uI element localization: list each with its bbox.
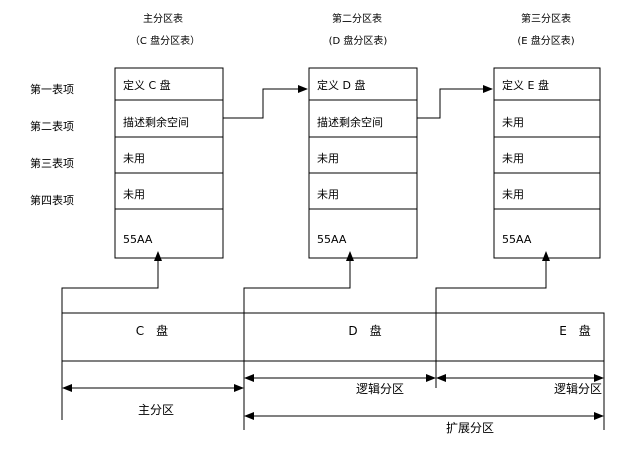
table1-subtitle: （C 盘分区表） — [130, 34, 200, 47]
row-label-3: 第三表项 — [30, 156, 74, 170]
span-primary-arrow-left — [62, 384, 72, 392]
link-arrow-1 — [223, 85, 308, 119]
table3-title: 第三分区表 — [521, 12, 571, 25]
table1-title: 主分区表 — [143, 12, 183, 25]
span-logical1-label: 逻辑分区 — [356, 382, 404, 396]
t1-cell-2: 描述剩余空间 — [123, 115, 189, 129]
disk-bar — [61, 312, 605, 362]
link-arrow-2 — [417, 85, 493, 119]
t2-cell-2: 描述剩余空间 — [317, 115, 383, 129]
pointer-arrow-c — [61, 251, 162, 313]
disk-e-label: E 盘 — [559, 323, 591, 338]
span-logical2-arrow-left — [436, 374, 446, 382]
t2-cell-3: 未用 — [317, 152, 339, 165]
span-logical1-arrow-right — [426, 374, 436, 382]
span-extended-arrow-left — [244, 412, 254, 420]
span-extended-label: 扩展分区 — [446, 421, 494, 435]
partition-table-2: 定义 D 盘 描述剩余空间 未用 未用 55AA — [308, 67, 418, 259]
span-primary-label: 主分区 — [138, 403, 174, 417]
table2-subtitle: (D 盘分区表) — [329, 34, 388, 47]
disk-c-label: C 盘 — [136, 323, 168, 338]
partition-table-3: 定义 E 盘 未用 未用 未用 55AA — [493, 67, 601, 259]
t3-cell-4: 未用 — [502, 188, 524, 201]
t2-cell-4: 未用 — [317, 188, 339, 201]
pointer-arrow-e — [435, 251, 550, 313]
t1-cell-3: 未用 — [123, 152, 145, 165]
t3-cell-5: 55AA — [502, 233, 532, 246]
partition-table-1: 定义 C 盘 描述剩余空间 未用 未用 55AA — [114, 67, 224, 259]
t1-cell-4: 未用 — [123, 188, 145, 201]
row-label-1: 第一表项 — [30, 82, 74, 96]
disk-d-label: D 盘 — [348, 323, 381, 338]
t3-cell-3: 未用 — [502, 152, 524, 165]
span-logical2-arrow-right — [594, 374, 604, 382]
span-logical1-arrow-left — [244, 374, 254, 382]
t3-cell-1: 定义 E 盘 — [502, 78, 549, 92]
t2-cell-1: 定义 D 盘 — [317, 78, 365, 92]
row-label-2: 第二表项 — [30, 119, 74, 133]
t3-cell-2: 未用 — [502, 116, 524, 129]
pointer-arrow-d — [243, 251, 354, 313]
table2-title: 第二分区表 — [332, 12, 382, 25]
row-label-4: 第四表项 — [30, 193, 74, 207]
span-primary-arrow-right — [234, 384, 244, 392]
t2-cell-5: 55AA — [317, 233, 347, 246]
span-logical2-label: 逻辑分区 — [554, 382, 602, 396]
t1-cell-1: 定义 C 盘 — [123, 78, 171, 92]
span-extended-arrow-right — [594, 412, 604, 420]
t1-cell-5: 55AA — [123, 233, 153, 246]
table3-subtitle: (E 盘分区表) — [517, 34, 574, 47]
